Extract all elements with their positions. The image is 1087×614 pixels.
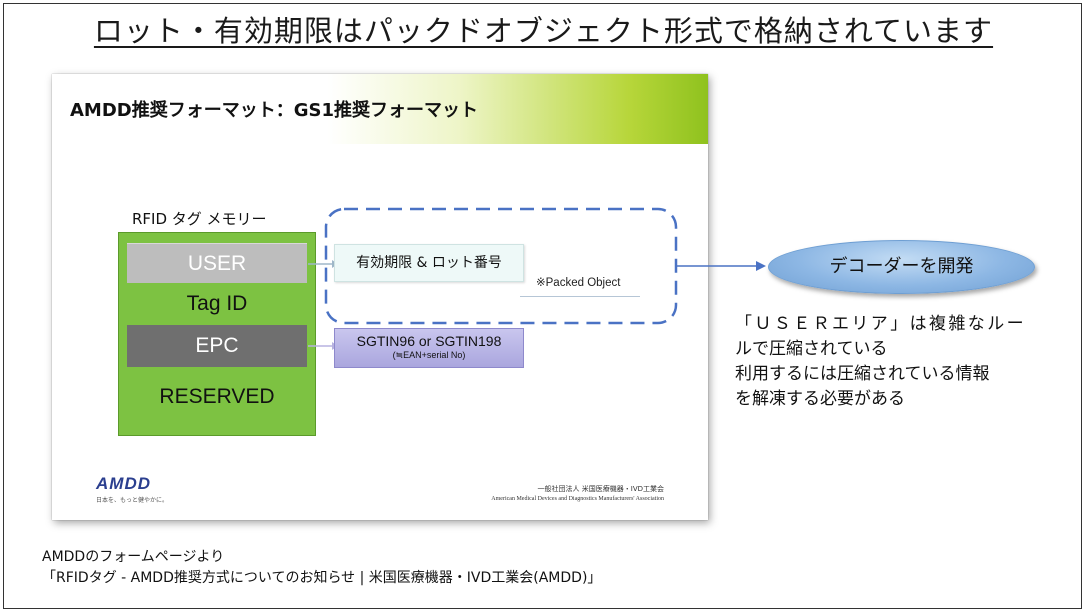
page-frame bbox=[3, 3, 1082, 609]
source-citation: AMDDのフォームページより 「RFIDタグ - AMDD推奨方式についてのお知… bbox=[42, 547, 601, 589]
packed-object-label: ※Packed Object bbox=[536, 277, 621, 289]
association-name-jp: 一般社団法人 米国医療機器・IVD工業会 bbox=[537, 485, 664, 493]
note-line-2: ルで圧縮されている bbox=[735, 339, 888, 359]
memory-row-user: USER bbox=[127, 243, 307, 283]
source-line-2: 「RFIDタグ - AMDD推奨方式についてのお知らせ | 米国医療機器・IVD… bbox=[42, 570, 602, 586]
amdd-logo-text: AMDD bbox=[96, 474, 151, 493]
association-credit: 一般社団法人 米国医療機器・IVD工業会 American Medical De… bbox=[491, 484, 664, 502]
association-name-en: American Medical Devices and Diagnostics… bbox=[491, 496, 664, 502]
rfid-memory-block: USER Tag ID EPC RESERVED bbox=[118, 232, 316, 436]
to-decoder-arrowhead bbox=[756, 261, 766, 271]
amdd-logo: AMDD 日本を、もっと健やかに。 bbox=[96, 474, 168, 504]
note-line-4: を解凍する必要がある bbox=[735, 389, 905, 409]
slide-banner bbox=[52, 74, 708, 144]
sgtin-box: SGTIN96 or SGTIN198 (≒EAN+serial No) bbox=[334, 328, 524, 368]
packed-object-underline bbox=[520, 296, 640, 297]
sgtin-sub-label: (≒EAN+serial No) bbox=[392, 350, 466, 360]
slide-title: AMDD推奨フォーマット：GS1推奨フォーマット bbox=[70, 100, 478, 121]
user-area-note: 「ＵＳＥＲエリア」は複雑なルー ルで圧縮されている 利用するには圧縮されている情… bbox=[735, 312, 1026, 412]
note-line-3: 利用するには圧縮されている情報 bbox=[735, 364, 990, 384]
memory-label: RFID タグ メモリー bbox=[132, 210, 267, 228]
memory-row-reserved: RESERVED bbox=[127, 367, 307, 427]
memory-row-tag-id: Tag ID bbox=[127, 283, 307, 325]
note-line-1: 「ＵＳＥＲエリア」は複雑なルー bbox=[735, 314, 1026, 334]
page-title: ロット・有効期限はパックドオブジェクト形式で格納されています bbox=[93, 14, 994, 48]
memory-row-epc: EPC bbox=[127, 325, 307, 367]
lot-expiry-box: 有効期限 & ロット番号 bbox=[334, 244, 524, 282]
sgtin-main-label: SGTIN96 or SGTIN198 bbox=[356, 333, 502, 349]
source-line-1: AMDDのフォームページより bbox=[42, 549, 225, 565]
embedded-slide: AMDD推奨フォーマット：GS1推奨フォーマット RFID タグ メモリー US… bbox=[52, 74, 708, 520]
amdd-logo-tagline: 日本を、もっと健やかに。 bbox=[96, 497, 169, 504]
decoder-ellipse: デコーダーを開発 bbox=[768, 240, 1035, 294]
